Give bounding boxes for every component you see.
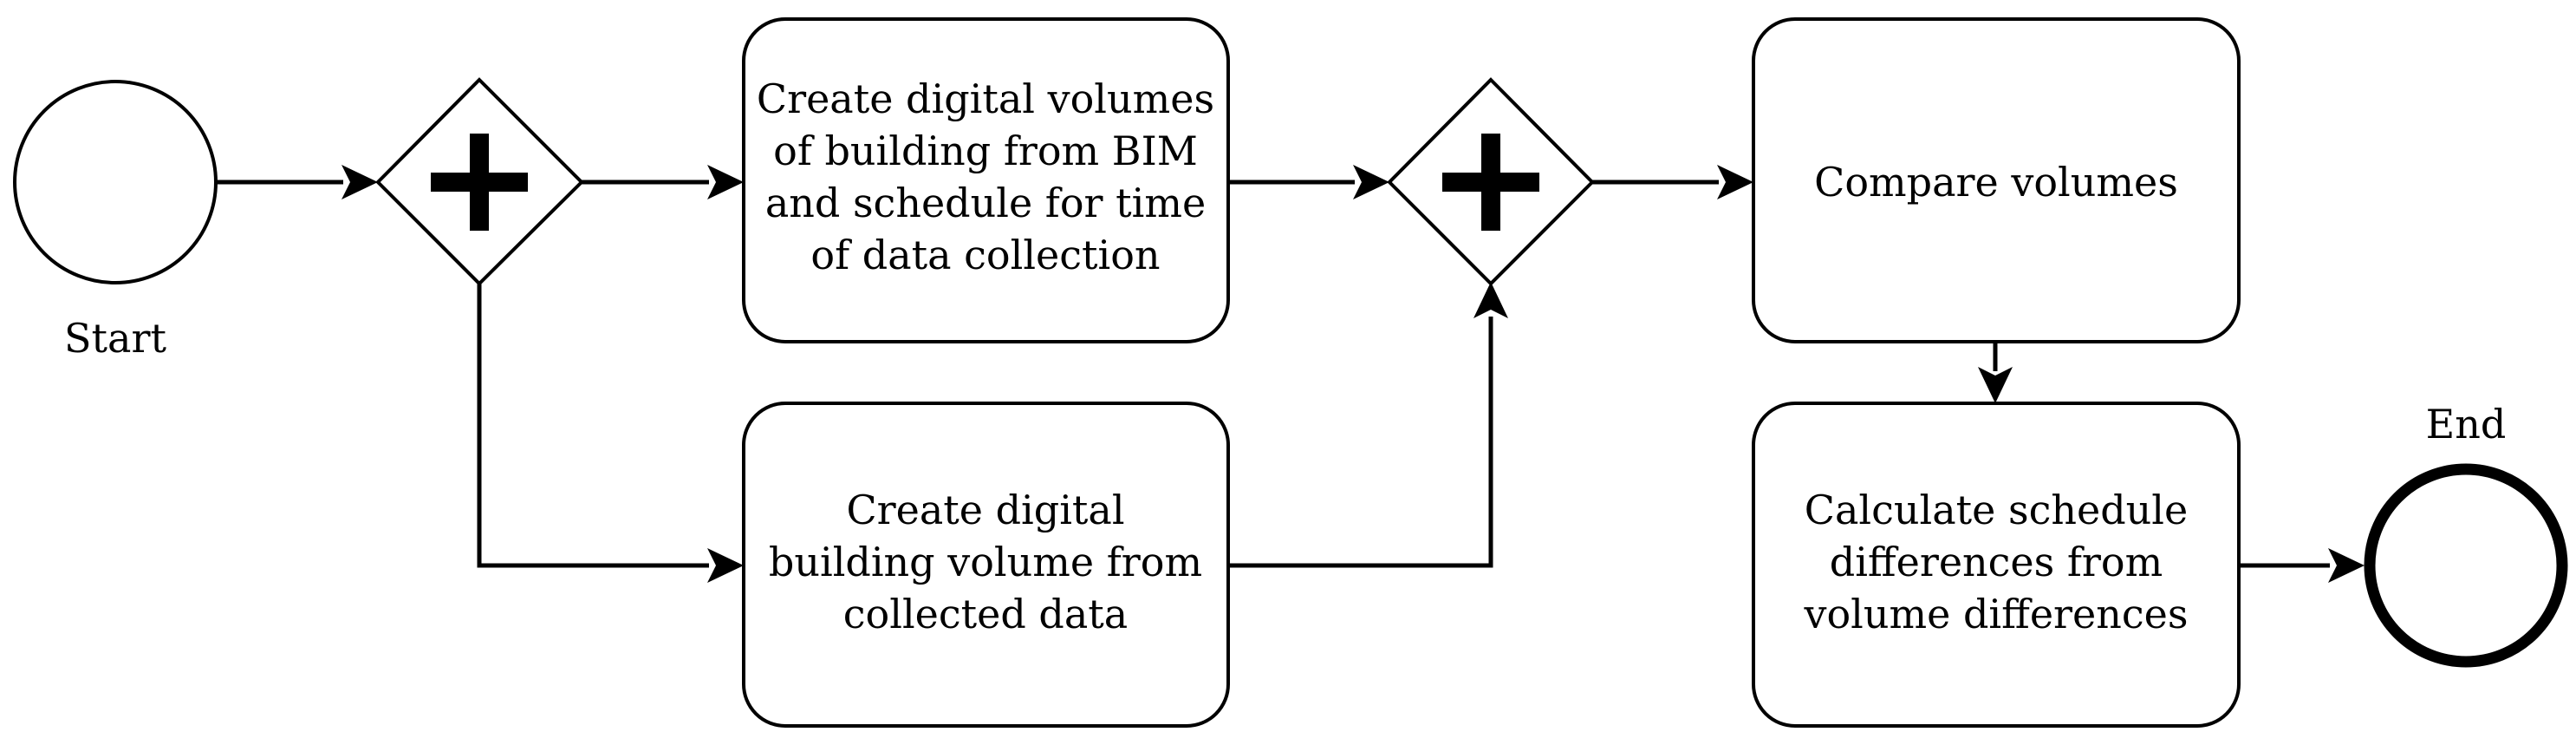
arrowhead-icon bbox=[2328, 548, 2365, 583]
end-event-label: End bbox=[2426, 401, 2507, 448]
task-label-line: differences from bbox=[1830, 539, 2163, 585]
arrowhead-icon bbox=[707, 548, 744, 583]
start-event-label: Start bbox=[64, 315, 166, 362]
task-label-line: Compare volumes bbox=[1814, 159, 2178, 206]
task-box bbox=[1752, 402, 2241, 728]
task-label-line: building volume from bbox=[769, 539, 1202, 585]
arrowhead-icon bbox=[1353, 165, 1389, 199]
parallel-gateway-split bbox=[375, 77, 584, 286]
plus-icon bbox=[431, 134, 528, 231]
end-event: End bbox=[2364, 401, 2568, 668]
task-label-line: collected data bbox=[843, 591, 1128, 637]
task-label-line: of data collection bbox=[810, 232, 1160, 278]
task-box bbox=[742, 402, 1230, 728]
task-label-line: Calculate schedule bbox=[1805, 487, 2188, 533]
task-calculate-differences: Calculate schedule differences from volu… bbox=[1752, 402, 2241, 728]
arrowhead-icon bbox=[342, 165, 378, 199]
arrowhead-icon bbox=[1717, 165, 1753, 199]
task-create-bim-volumes: Create digital volumes of building from … bbox=[742, 17, 1230, 343]
task-label-line: volume differences bbox=[1804, 591, 2189, 637]
plus-icon bbox=[1442, 134, 1539, 231]
end-event-circle bbox=[2364, 463, 2568, 668]
flow-split-to-create-collected-volume bbox=[477, 282, 709, 568]
arrowhead-icon bbox=[1473, 282, 1508, 318]
task-label-line: and schedule for time bbox=[765, 180, 1206, 226]
start-event: Start bbox=[13, 80, 218, 362]
task-create-collected-volume: Create digital building volume from coll… bbox=[742, 402, 1230, 728]
task-box bbox=[1752, 17, 2241, 343]
arrowhead-icon bbox=[707, 165, 744, 199]
task-box bbox=[742, 17, 1230, 343]
task-label-line: Create digital bbox=[846, 487, 1124, 533]
flow-create-collected-volume-to-join bbox=[1228, 317, 1493, 568]
task-label-line: Create digital volumes bbox=[757, 75, 1214, 122]
parallel-gateway-join bbox=[1387, 77, 1595, 286]
task-compare-volumes: Compare volumes bbox=[1752, 17, 2241, 343]
task-label-line: of building from BIM bbox=[773, 127, 1198, 174]
start-event-circle bbox=[13, 80, 218, 284]
arrowhead-icon bbox=[1978, 367, 2013, 403]
